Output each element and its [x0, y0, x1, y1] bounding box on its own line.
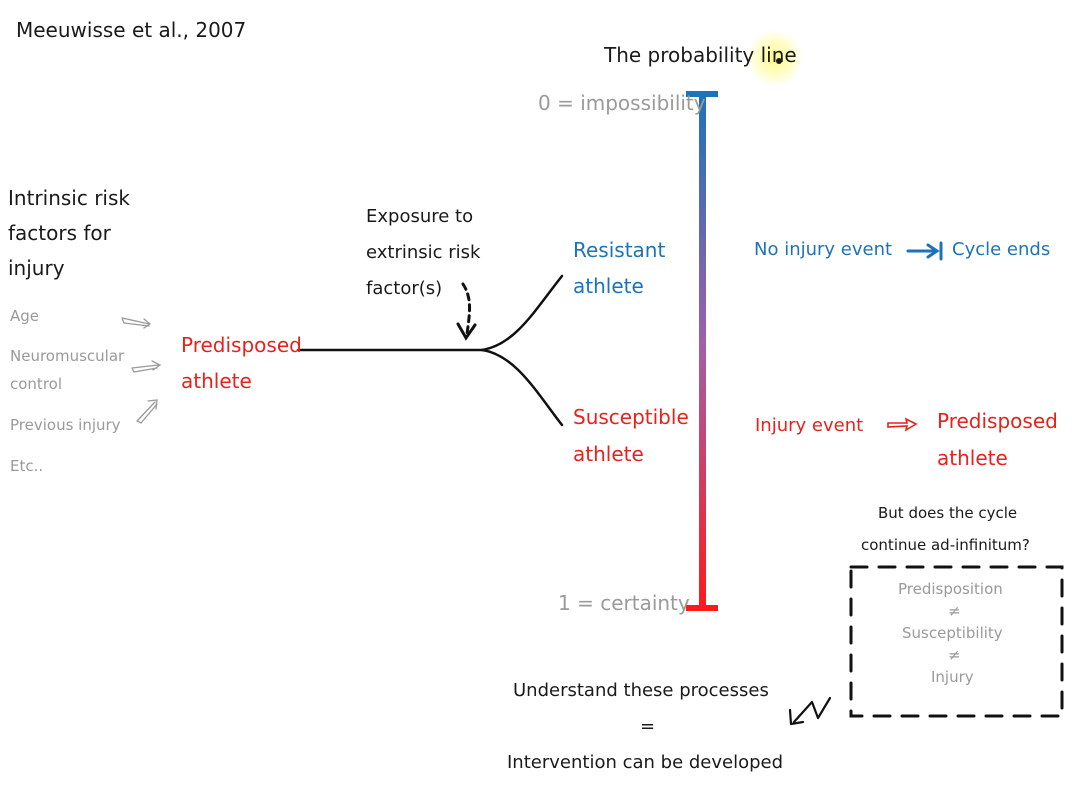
factor-previous-injury: Previous injury — [10, 416, 121, 434]
probability-top-cap — [686, 91, 718, 97]
probability-bottom-label: 1 = certainty — [558, 591, 690, 615]
exposure-line2: extrinsic risk — [366, 242, 481, 263]
exposure-line1: Exposure to — [366, 206, 474, 227]
conclusion-line1: Understand these processes — [513, 680, 769, 701]
box-not-equal-2: ≠ — [948, 646, 961, 664]
age-arrow-icon — [121, 317, 152, 329]
cycle-ends-arrow-icon — [906, 241, 943, 261]
injury-arrow-icon — [887, 417, 918, 432]
box-not-equal-1: ≠ — [948, 602, 961, 620]
squiggle-arrow-icon — [788, 696, 832, 726]
question-line2: continue ad-infinitum? — [861, 536, 1030, 554]
outcome-predisposed-line2: athlete — [937, 446, 1008, 470]
factor-control: control — [10, 375, 62, 393]
outcome-predisposed-line1: Predisposed — [937, 409, 1058, 433]
probability-top-label: 0 = impossibility — [538, 91, 706, 115]
conclusion-equals: = — [640, 716, 656, 737]
branch-down — [480, 348, 564, 427]
exposure-arrow-icon — [456, 282, 477, 341]
factor-etc: Etc.. — [10, 457, 44, 475]
citation: Meeuwisse et al., 2007 — [16, 18, 247, 42]
predisposed-athlete-line2: athlete — [181, 369, 252, 393]
resistant-athlete-line2: athlete — [573, 274, 644, 298]
box-predisposition: Predisposition — [898, 580, 1003, 598]
box-susceptibility: Susceptibility — [902, 624, 1003, 642]
question-line1: But does the cycle — [878, 504, 1018, 522]
factor-age: Age — [10, 307, 40, 325]
susceptible-athlete-line2: athlete — [573, 442, 644, 466]
branch-lines — [296, 274, 564, 427]
factor-arrows — [121, 317, 162, 424]
probability-line — [686, 91, 718, 611]
intrinsic-heading-line2: factors for — [8, 221, 111, 245]
resistant-athlete-line1: Resistant — [573, 238, 666, 262]
branch-up — [480, 274, 564, 352]
intrinsic-heading-line3: injury — [8, 256, 65, 280]
probability-bottom-cap — [686, 605, 718, 611]
intrinsic-heading-line1: Intrinsic risk — [8, 186, 130, 210]
cycle-ends: Cycle ends — [952, 239, 1051, 260]
conclusion-line2: Intervention can be developed — [507, 752, 784, 773]
probability-line-title: The probability line — [604, 43, 797, 67]
cursor-highlight — [747, 30, 803, 86]
dashed-box-outline — [849, 565, 1064, 718]
neuromuscular-arrow-icon — [131, 360, 162, 373]
predisposed-athlete-line1: Predisposed — [181, 333, 302, 357]
box-injury: Injury — [931, 668, 974, 686]
no-injury-event: No injury event — [754, 239, 893, 260]
cursor-dot — [776, 58, 782, 64]
susceptible-athlete-line1: Susceptible — [573, 405, 689, 429]
exposure-line3: factor(s) — [366, 278, 443, 299]
injury-event: Injury event — [755, 415, 864, 436]
previous-injury-arrow-icon — [136, 399, 158, 424]
factor-neuromuscular: Neuromuscular — [10, 347, 125, 365]
